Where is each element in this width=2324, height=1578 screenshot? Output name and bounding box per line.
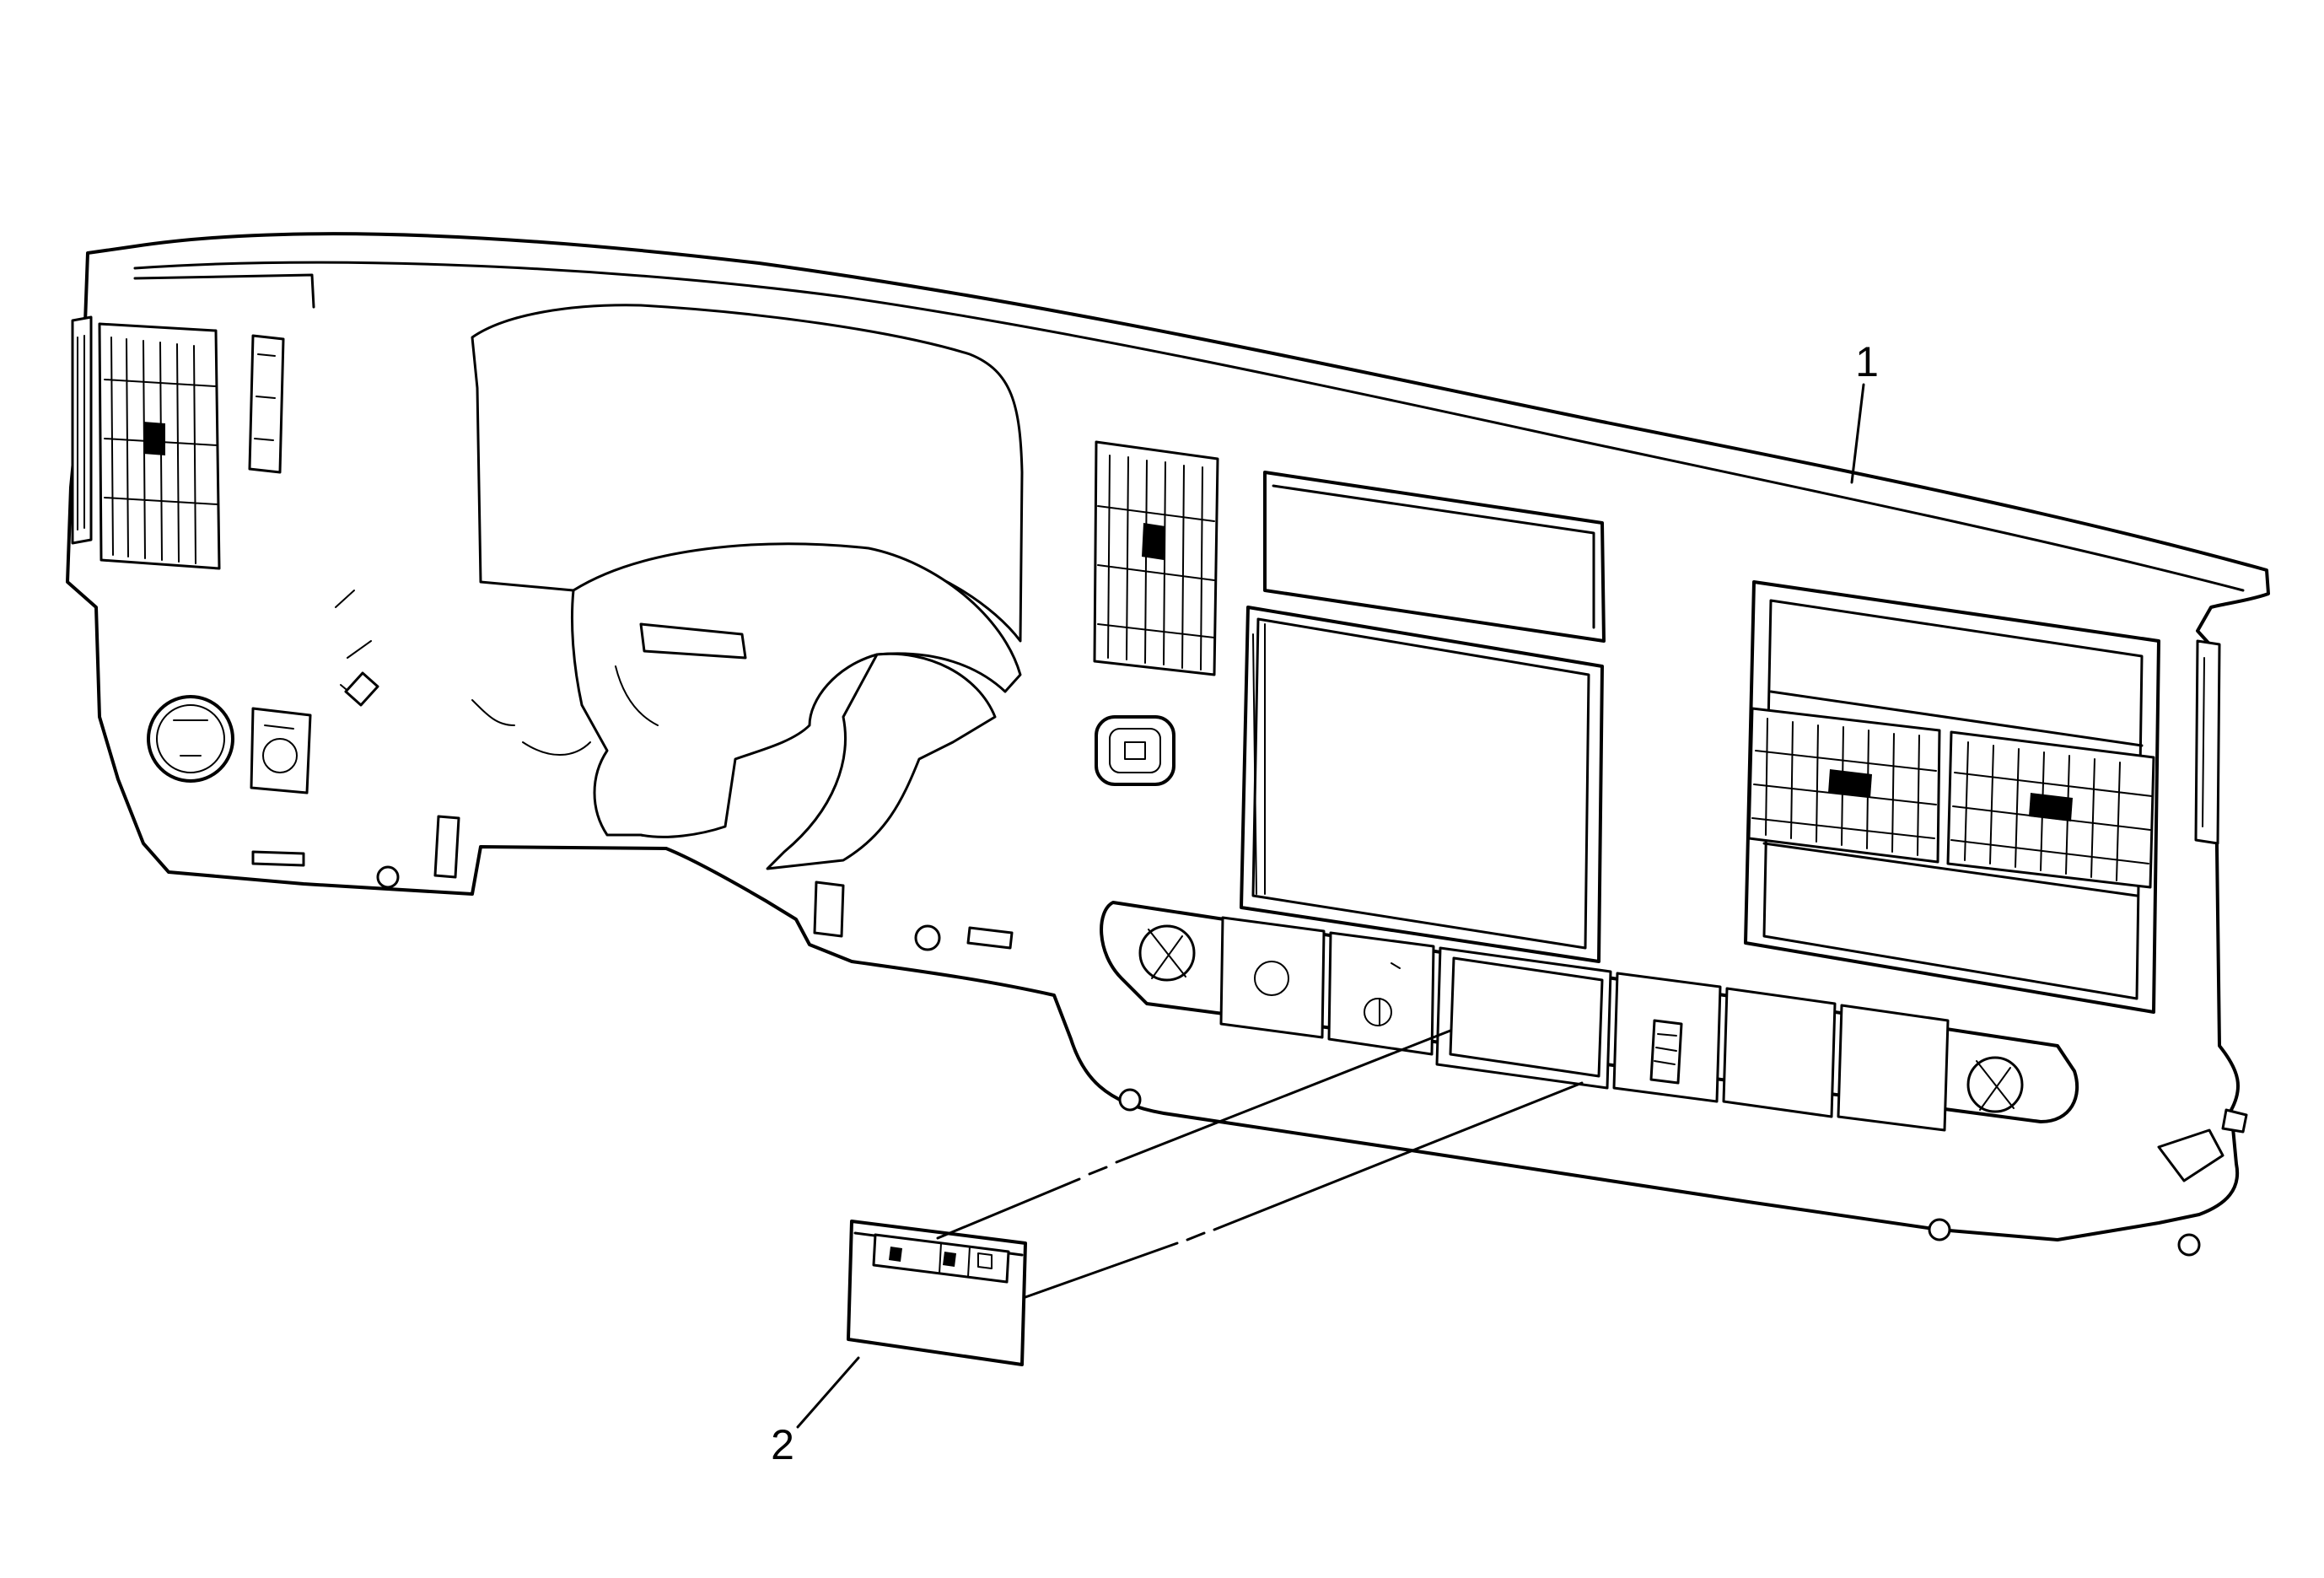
callout-1: 1	[1850, 338, 1879, 484]
callout-1-leader	[1850, 383, 1865, 484]
installation-lines	[936, 1029, 1584, 1299]
right-power-outlet	[1966, 1056, 2024, 1113]
passenger-icon	[977, 1252, 993, 1269]
callout-2: 2	[771, 1356, 860, 1468]
passenger-airbag-indicator	[847, 1220, 1027, 1366]
instrument-panel-assembly	[66, 232, 2270, 1257]
upper-rim-flat	[133, 273, 315, 309]
callout-2-leader	[796, 1356, 860, 1429]
right-air-outlet-module	[1744, 580, 2160, 1014]
center-air-outlet	[1093, 440, 1219, 676]
left-side-vent	[71, 315, 93, 545]
lower-right-brackets	[1928, 1108, 2248, 1257]
radio-upper-slot	[1263, 471, 1606, 643]
upper-rim-line	[133, 261, 2245, 592]
column-tab	[639, 622, 747, 660]
headlamp-switch	[147, 695, 234, 783]
column-cover-lower	[766, 652, 997, 870]
airbag-off-icon	[943, 1252, 956, 1267]
left-power-outlet	[1138, 924, 1196, 982]
switch-bank-cells	[1219, 916, 1950, 1132]
radio-display-slats	[1252, 623, 1266, 895]
column-curve-3	[471, 699, 515, 726]
dimmer-switch	[250, 707, 312, 794]
right-side-vent	[2194, 639, 2221, 845]
steering-column-opening	[570, 542, 1022, 838]
hazard-switch	[1095, 715, 1175, 786]
airbag-on-icon	[889, 1247, 902, 1262]
callout-1-label: 1	[1855, 338, 1879, 385]
left-air-outlet	[98, 322, 221, 570]
column-curve-1	[615, 665, 659, 726]
left-switch-strip	[248, 334, 285, 474]
left-lower-details	[251, 590, 460, 889]
callout-2-label: 2	[771, 1421, 794, 1468]
column-curve-2	[522, 741, 591, 756]
lower-center-tabs	[813, 881, 1142, 1112]
radio-upper-slot-inner	[1272, 484, 1595, 629]
radio-display-opening	[1240, 606, 1604, 963]
